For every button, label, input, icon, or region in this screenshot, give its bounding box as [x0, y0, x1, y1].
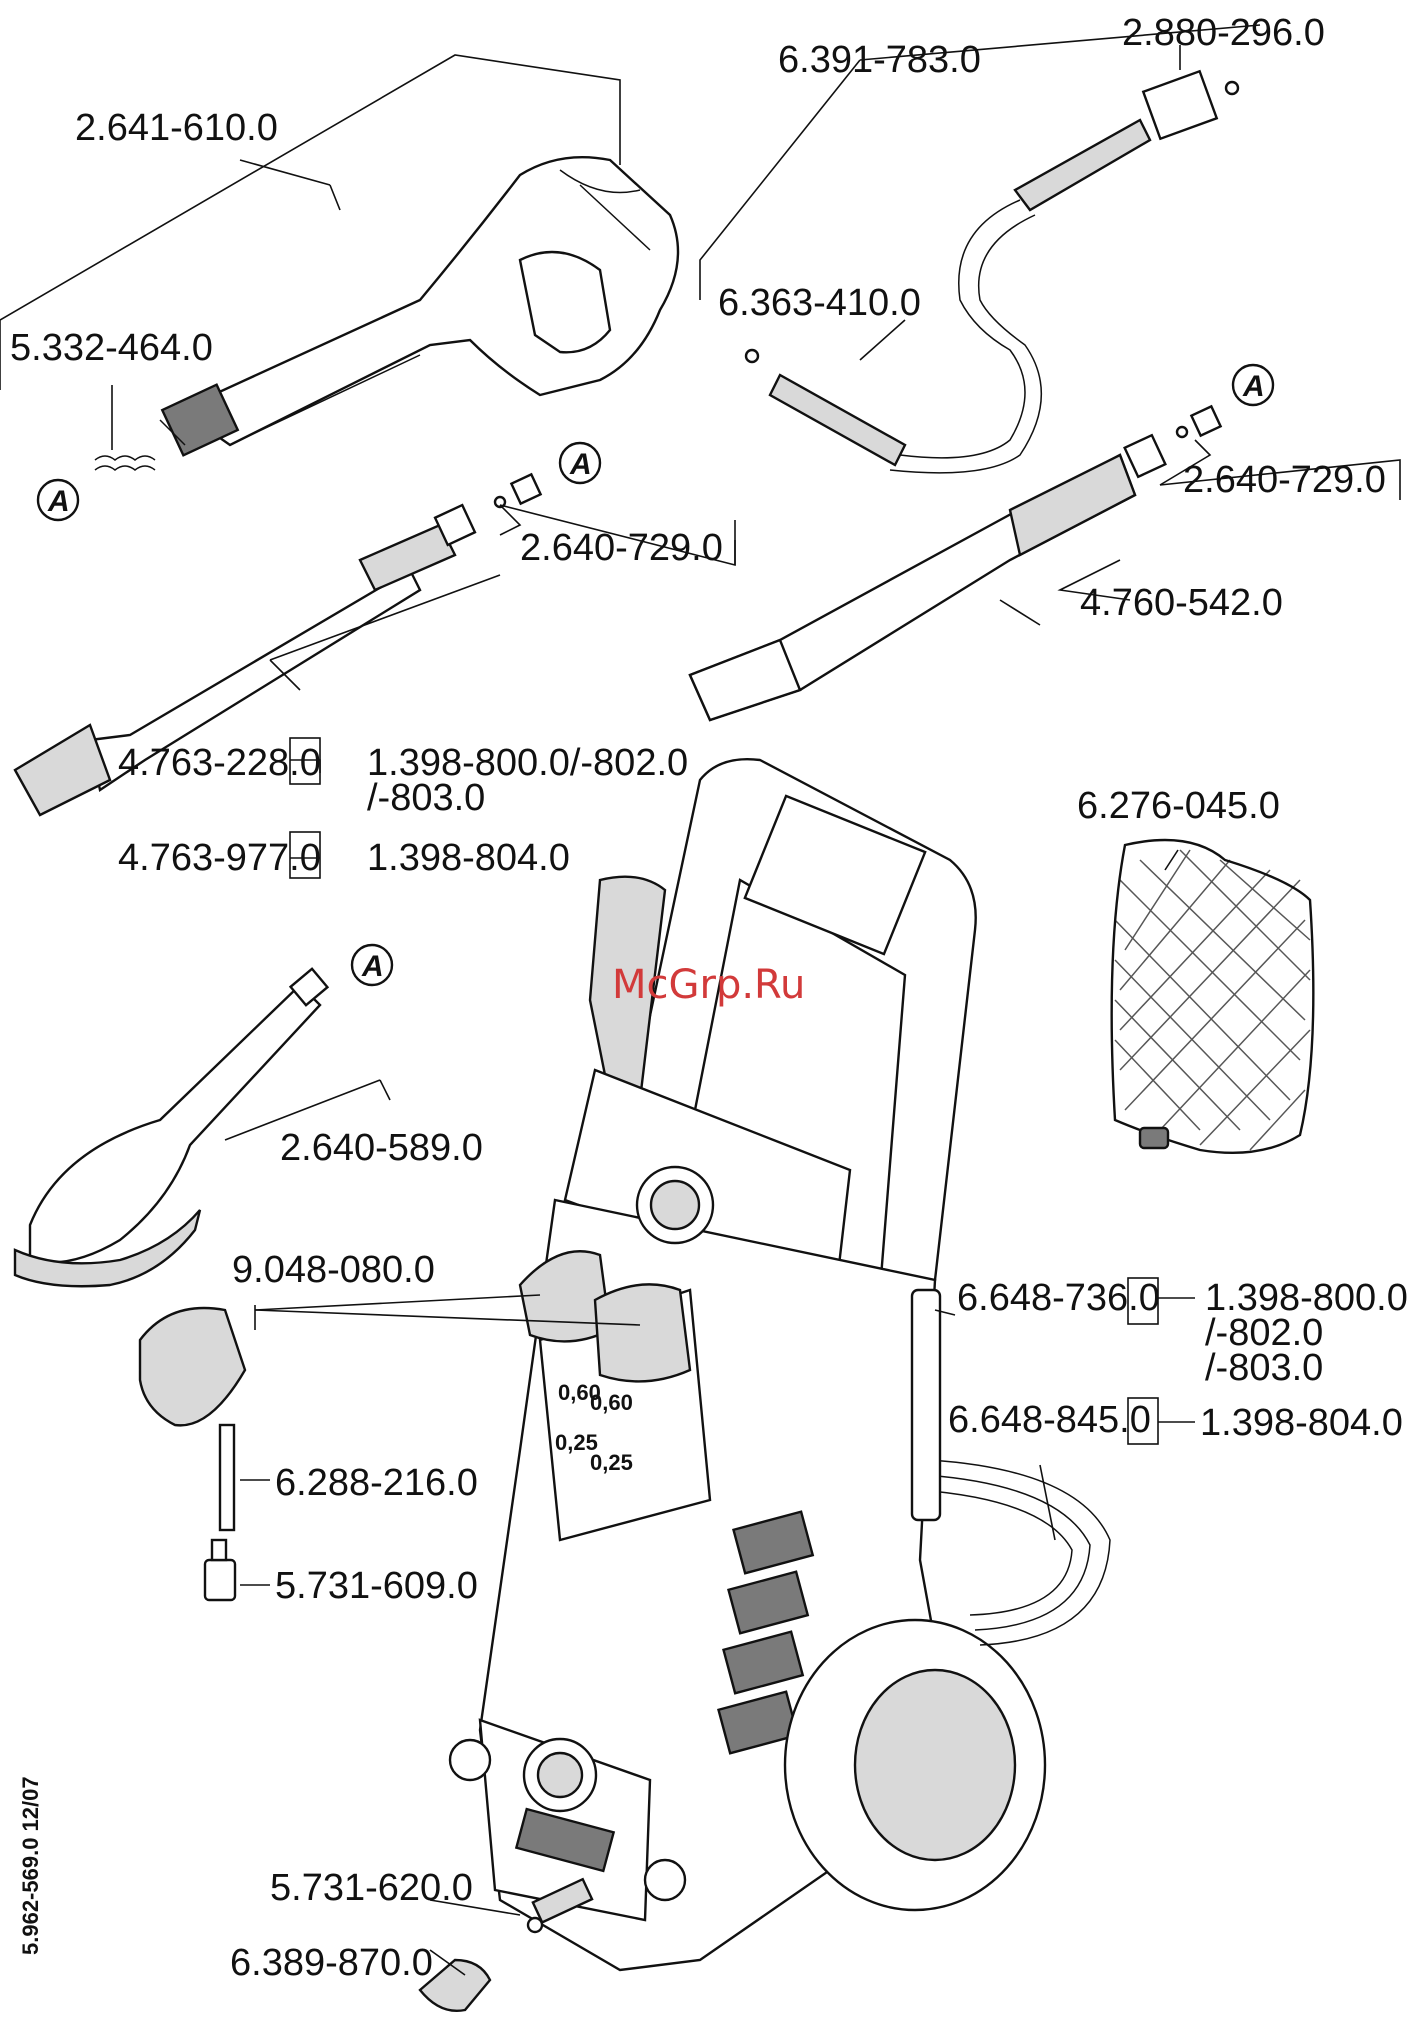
label-5731609: 5.731-609.0	[275, 1565, 478, 1607]
label-boxes	[289, 520, 1159, 1445]
high-pressure-hose	[744, 69, 1240, 474]
label-802-b: /-802.0	[1205, 1312, 1323, 1354]
label-6391783: 6.391-783.0	[778, 39, 981, 81]
wash-brush	[13, 967, 330, 1288]
label-6288216: 6.288-216.0	[275, 1462, 478, 1504]
label-5332464: 5.332-464.0	[10, 327, 213, 369]
label-4763977: 4.763-977.0	[118, 837, 321, 879]
label-6363410: 6.363-410.0	[718, 282, 921, 324]
label-2641610: 2.641-610.0	[75, 107, 278, 149]
part-labels: 2.641-610.0 5.332-464.0 6.391-783.0 2.88…	[10, 12, 1407, 1984]
label-6276045: 6.276-045.0	[1077, 785, 1280, 827]
spring-part	[94, 455, 156, 471]
label-2640589: 2.640-589.0	[280, 1127, 483, 1169]
doc-code: 5.962-569.0 12/07	[18, 1776, 43, 1955]
label-2640729-right: 2.640-729.0	[1183, 459, 1386, 501]
trigger-gun	[159, 155, 680, 457]
side-vents	[717, 1510, 815, 1755]
spray-lance-4763228	[13, 472, 543, 817]
knob-mark-k4: 0,25	[590, 1450, 633, 1475]
label-6648845: 6.648-845.0	[948, 1399, 1151, 1441]
marker-a-4: A	[361, 950, 384, 983]
label-1398800-a: 1.398-800.0/-802.0	[367, 742, 688, 784]
knob-mark-k1: 0,60	[558, 1380, 601, 1405]
label-2880296: 2.880-296.0	[1122, 12, 1325, 54]
label-803-a: /-803.0	[367, 777, 485, 819]
label-1398804-b: 1.398-804.0	[1200, 1402, 1403, 1444]
marker-a-2: A	[569, 448, 592, 481]
label-2640729-left: 2.640-729.0	[520, 527, 723, 569]
label-1398800-b: 1.398-800.0	[1205, 1277, 1407, 1319]
label-9048080: 9.048-080.0	[232, 1249, 435, 1291]
marker-a-1: A	[47, 485, 70, 518]
small-parts	[138, 1306, 594, 2012]
filter-net	[1110, 838, 1315, 1155]
watermark: McGrp.Ru	[612, 962, 805, 1008]
label-5731620: 5.731-620.0	[270, 1867, 473, 1909]
leader-lines	[0, 24, 1401, 1976]
spray-lance-4760542	[688, 404, 1223, 722]
label-1398804-a: 1.398-804.0	[367, 837, 570, 879]
label-4760542: 4.760-542.0	[1080, 582, 1283, 624]
knob-mark-k2: 0,25	[555, 1430, 598, 1455]
label-6648736: 6.648-736.0	[957, 1277, 1160, 1319]
marker-a-3: A	[1242, 370, 1265, 403]
label-6389870: 6.389-870.0	[230, 1942, 433, 1984]
marker-group: A A A A	[36, 363, 1275, 987]
pressure-washer-body: 0,60 0,25 0,60 0,25	[448, 758, 1111, 1972]
label-4763228: 4.763-228.0	[118, 742, 321, 784]
label-803-b: /-803.0	[1205, 1347, 1323, 1389]
knob-mark-k3: 0,60	[590, 1390, 633, 1415]
